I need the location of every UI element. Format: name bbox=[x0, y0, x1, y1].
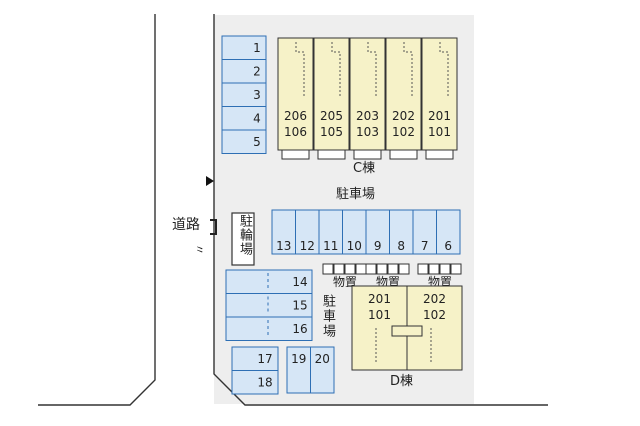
parking-label-top: 駐車場 bbox=[336, 187, 375, 202]
entrance-hall bbox=[391, 325, 423, 337]
parking-stall bbox=[310, 346, 335, 394]
parking-stall-number: 20 bbox=[315, 352, 330, 366]
parking-stall bbox=[231, 370, 279, 395]
unit-number-upper: 202 bbox=[392, 109, 415, 123]
parking-stall-number: 3 bbox=[253, 88, 261, 102]
building-c-unit bbox=[421, 37, 458, 151]
parking-stall-number: 9 bbox=[374, 239, 382, 253]
parking-lower-wide: 14 15 16 bbox=[225, 269, 313, 341]
building-c-unit bbox=[313, 37, 350, 151]
gate-icon bbox=[210, 219, 217, 235]
balcony bbox=[425, 149, 454, 160]
unit-number-upper: 201 bbox=[368, 292, 391, 306]
unit-number-lower: 106 bbox=[284, 125, 307, 139]
road-label: 道路 bbox=[172, 217, 200, 233]
parking-stall-number: 1 bbox=[253, 41, 261, 55]
unit-number-lower: 101 bbox=[368, 308, 391, 322]
parking-stall-number: 14 bbox=[292, 275, 307, 289]
road-edge-left bbox=[38, 14, 156, 406]
parking-stall-number: 8 bbox=[397, 239, 405, 253]
parking-stall-number: 5 bbox=[253, 135, 261, 149]
parking-stall-number: 6 bbox=[444, 239, 452, 253]
unit-number-lower: 102 bbox=[392, 125, 415, 139]
unit-number-lower: 103 bbox=[356, 125, 379, 139]
gate-mark: 〃 bbox=[193, 244, 206, 255]
parking-stall bbox=[225, 316, 313, 341]
interior-line bbox=[331, 42, 341, 96]
parking-middle-row: 13 12 11 10 9 8 7 6 bbox=[271, 209, 461, 255]
building-c-unit bbox=[385, 37, 422, 151]
interior-line bbox=[439, 42, 449, 96]
parking-stall-number: 10 bbox=[347, 239, 362, 253]
unit-number-lower: 101 bbox=[428, 125, 451, 139]
building-d-label: D棟 bbox=[390, 374, 413, 389]
parking-stall-number: 17 bbox=[257, 352, 272, 366]
parking-stall-number: 4 bbox=[253, 112, 261, 126]
entrance-arrow-icon bbox=[206, 176, 214, 186]
building-c: 206 106 205 105 203 103 202 102 201 101 bbox=[277, 37, 458, 160]
storage-sheds: 物置物置物置 bbox=[322, 263, 462, 289]
interior-line bbox=[295, 42, 305, 96]
parking-stall bbox=[436, 209, 461, 255]
parking-stall-number: 11 bbox=[323, 239, 338, 253]
parking-stall-number: 13 bbox=[276, 239, 291, 253]
storage-shed bbox=[365, 263, 377, 275]
parking-left-column: 1 2 3 4 5 bbox=[221, 35, 267, 154]
storage-shed bbox=[333, 263, 345, 275]
building-c-label: C棟 bbox=[353, 161, 375, 176]
storage-shed bbox=[398, 263, 410, 275]
storage-shed bbox=[428, 263, 440, 275]
parking-stall-number: 18 bbox=[257, 376, 272, 390]
parking-label-side: 駐車場 bbox=[320, 294, 335, 339]
storage-shed bbox=[376, 263, 388, 275]
storage-label: 物置 bbox=[333, 275, 357, 289]
parking-stall-number: 16 bbox=[292, 322, 307, 336]
parking-stall-number: 19 bbox=[291, 352, 306, 366]
storage-shed bbox=[344, 263, 356, 275]
parking-stall-number: 12 bbox=[300, 239, 315, 253]
parking-stall-number: 7 bbox=[421, 239, 429, 253]
unit-number-upper: 206 bbox=[284, 109, 307, 123]
storage-shed bbox=[439, 263, 451, 275]
storage-shed bbox=[322, 263, 334, 275]
unit-number-upper: 202 bbox=[423, 292, 446, 306]
unit-number-lower: 105 bbox=[320, 125, 343, 139]
road-edge-right bbox=[213, 14, 548, 406]
bike-parking-label: 駐輪場 bbox=[237, 214, 252, 256]
interior-line bbox=[403, 42, 413, 96]
bike-parking bbox=[231, 212, 255, 266]
storage-shed bbox=[387, 263, 399, 275]
unit-number-upper: 203 bbox=[356, 109, 379, 123]
unit-number-upper: 201 bbox=[428, 109, 451, 123]
balcony bbox=[317, 149, 346, 160]
parking-stall-number: 2 bbox=[253, 65, 261, 79]
parking-bottom: 17 18 19 20 bbox=[231, 346, 335, 395]
unit-number-lower: 102 bbox=[423, 308, 446, 322]
storage-shed bbox=[450, 263, 462, 275]
building-d: 201 101 202 102 bbox=[351, 285, 463, 371]
unit-number-upper: 205 bbox=[320, 109, 343, 123]
parking-stall bbox=[221, 129, 267, 154]
balcony bbox=[281, 149, 310, 160]
balcony bbox=[353, 149, 382, 160]
storage-shed bbox=[417, 263, 429, 275]
parking-stall-number: 15 bbox=[292, 299, 307, 313]
building-c-unit bbox=[349, 37, 386, 151]
balcony bbox=[389, 149, 418, 160]
interior-line bbox=[367, 42, 377, 96]
storage-shed bbox=[355, 263, 367, 275]
